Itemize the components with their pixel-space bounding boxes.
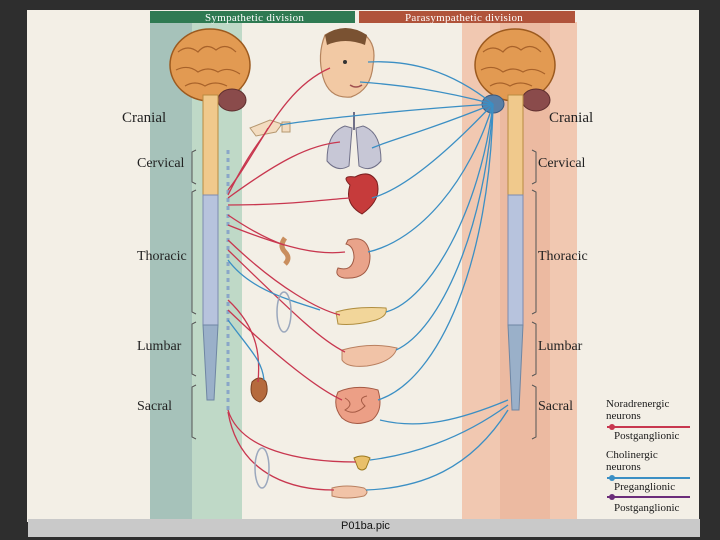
cholinergic-pathways [227,61,509,491]
left-label-thoracic: Thoracic [137,249,187,264]
left-label-lumbar: Lumbar [137,339,182,354]
pelvic-ganglion [254,447,270,489]
parasympathetic-header: Parasympathetic division [405,12,523,24]
right-spinal-cord [507,94,524,411]
liver-icon [341,344,398,367]
right-label-cranial: Cranial [549,110,593,126]
face-icon [319,28,375,98]
pancreas-icon [335,307,387,325]
celiac-ganglion [276,291,292,333]
legend-noradrenergic-line2: neurons [606,410,641,422]
bladder-icon [353,455,371,471]
caption-bar: P01ba.pic [28,519,700,537]
legend-preganglionic: Preganglionic [614,481,675,493]
intestine-icon [335,386,381,424]
left-label-cervical: Cervical [137,156,185,171]
noradrenergic-pathways [227,67,357,491]
left-label-sacral: Sacral [137,399,172,414]
legend-postganglionic-purple: Postganglionic [614,502,680,514]
left-region-brackets [191,149,197,440]
right-region-brackets [531,149,537,440]
left-brain-icon [169,28,251,112]
legend-cholinergic-line1: Cholinergic [606,449,658,461]
right-label-sacral: Sacral [538,399,573,414]
adrenal-icon [250,377,268,403]
sympathetic-header: Sympathetic division [205,12,304,24]
caption-text: P01ba.pic [341,520,390,532]
heart-icon [345,173,379,215]
lungs-icon [326,112,382,170]
stomach-icon [336,238,371,279]
legend-postganglionic-red: Postganglionic [614,430,680,442]
legend: Noradrenergic neurons Postganglionic Cho… [606,398,690,514]
parasympathetic-header-bar [359,11,575,23]
right-label-lumbar: Lumbar [538,339,583,354]
sympathetic-header-bar [150,11,355,23]
right-label-thoracic: Thoracic [538,249,588,264]
sympathetic-spine-band [150,22,192,522]
gland-icon [249,119,291,137]
left-label-cranial: Cranial [122,110,166,126]
legend-cholinergic-line2: neurons [606,461,641,473]
left-spinal-cord [202,94,219,401]
genitals-icon [331,485,368,499]
right-label-cervical: Cervical [538,156,586,171]
legend-noradrenergic-line1: Noradrenergic [606,398,669,410]
right-brain-icon [474,28,556,114]
kidney-icon [279,236,291,266]
